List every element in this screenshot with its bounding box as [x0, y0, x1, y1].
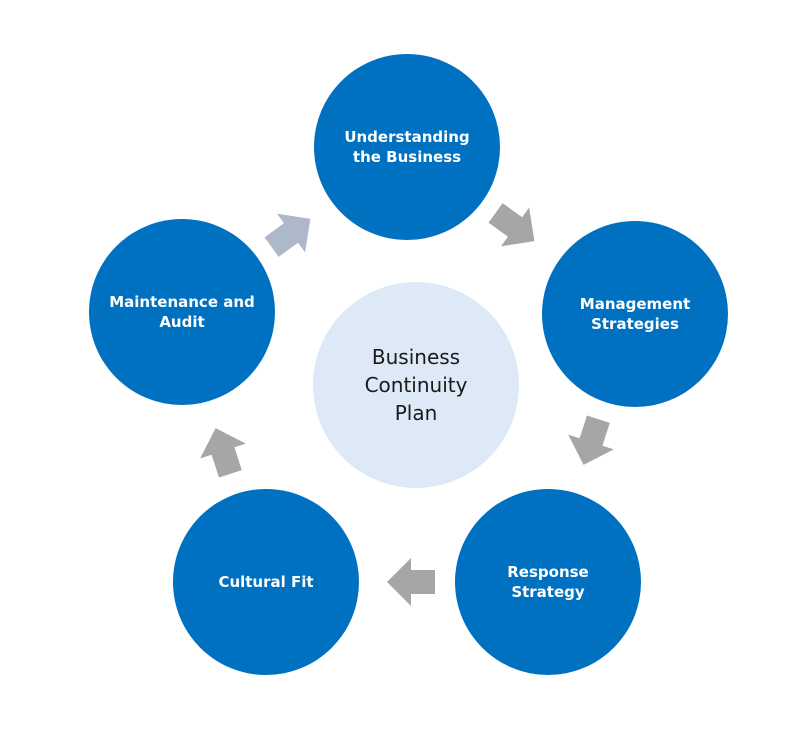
stage-label: Maintenance and Audit [109, 293, 255, 331]
arrow-icon [553, 404, 629, 480]
stage-management-strategies: Management Strategies [542, 221, 728, 407]
stage-label: Cultural Fit [218, 573, 314, 591]
arrow-icon [249, 191, 333, 275]
stage-label: Response Strategy [507, 563, 589, 601]
stage-maintenance-and-audit: Maintenance and Audit [89, 219, 275, 405]
stage-label: Management Strategies [579, 295, 691, 333]
stage-cultural-fit: Cultural Fit [173, 489, 359, 675]
arrow-icon [185, 413, 261, 489]
stage-understanding-the-business: Understanding the Business [314, 54, 500, 240]
stage-response-strategy: Response Strategy [455, 489, 641, 675]
center-circle-business-continuity-plan: Business Continuity Plan [313, 282, 519, 488]
arrow-icon [473, 185, 557, 269]
stage-label: Understanding the Business [344, 128, 470, 166]
arrow-icon [381, 552, 441, 612]
center-label: Business Continuity Plan [364, 345, 468, 425]
